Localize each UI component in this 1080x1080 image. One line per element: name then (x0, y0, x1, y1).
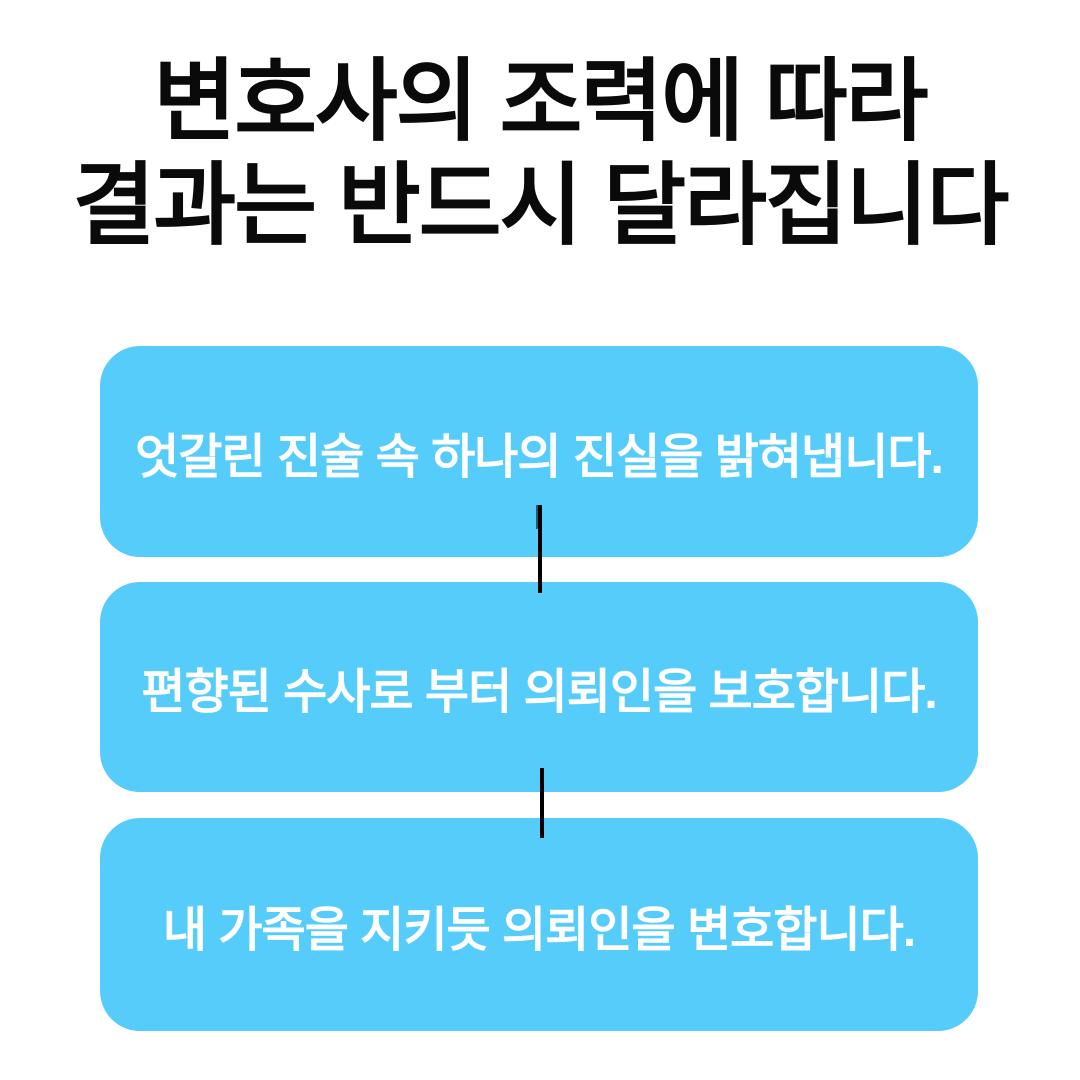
page-title: 변호사의 조력에 따라 결과는 반드시 달라집니다 (0, 50, 1080, 258)
statement-card-1-text: 엇갈린 진술 속 하나의 진실을 밝혀냅니다. (135, 430, 944, 484)
connector-line-1 (538, 505, 542, 593)
page-title-line-2: 결과는 반드시 달라집니다 (72, 156, 1010, 256)
connector-line-1-cap (536, 505, 539, 529)
statement-card-3: 내 가족을 지키듯 의뢰인을 변호합니다. (100, 818, 978, 1031)
connector-line-2 (540, 768, 544, 838)
page-title-line-1: 변호사의 조력에 따라 (153, 52, 928, 152)
statement-card-2: 편향된 수사로 부터 의뢰인을 보호합니다. (100, 582, 978, 792)
statement-card-3-text: 내 가족을 지키듯 의뢰인을 변호합니다. (162, 903, 916, 957)
statement-card-2-text: 편향된 수사로 부터 의뢰인을 보호합니다. (141, 666, 937, 719)
